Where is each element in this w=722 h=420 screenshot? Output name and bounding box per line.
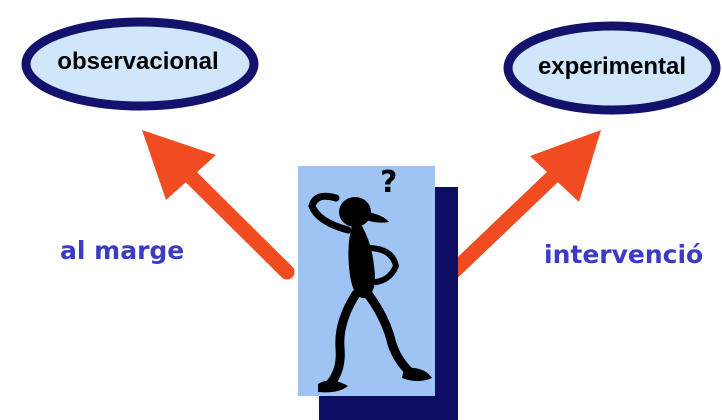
intervencio-label: intervenció <box>544 240 704 269</box>
al-marge-label: al marge <box>60 236 185 265</box>
arrow-to-experimental <box>445 130 601 280</box>
observational-label: observacional <box>57 48 219 75</box>
experimental-oval <box>503 21 721 115</box>
observational-oval <box>21 17 259 111</box>
experimental-label: experimental <box>537 53 687 80</box>
question-mark-icon: ? <box>380 165 397 200</box>
arrow-to-observational <box>142 130 295 280</box>
confused-person-icon: ? <box>308 165 432 393</box>
